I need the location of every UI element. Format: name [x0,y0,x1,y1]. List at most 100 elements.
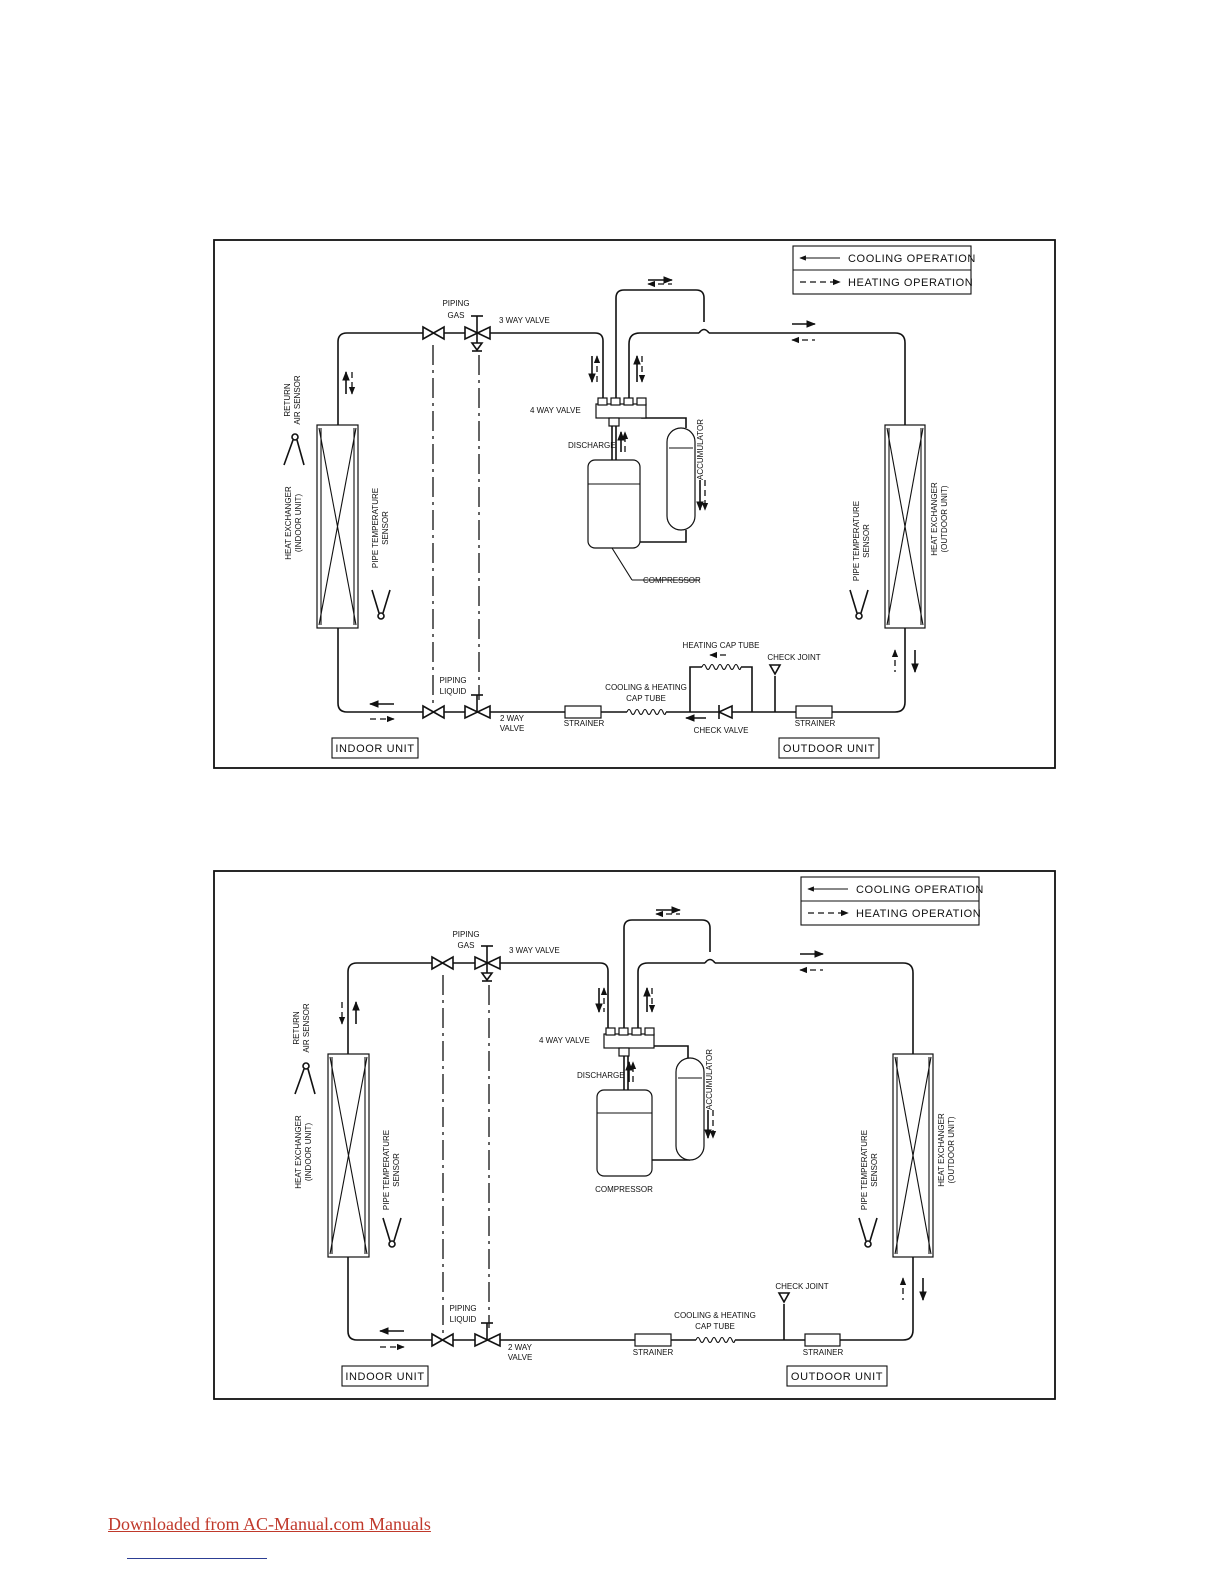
label-pipe-temp-sensor-indoor-1: PIPE TEMPERATURE [382,1130,391,1210]
legend-cooling-label: COOLING OPERATION [856,884,984,896]
footer-rule [127,1558,267,1559]
pipe-temperature-sensor-outdoor-icon [849,589,869,620]
label-indoor-unit: INDOOR UNIT [345,1371,424,1383]
heat-exchanger-outdoor [884,424,926,629]
diagram-heat-pump: COOLING OPERATION HEATING OPERATION [213,239,1056,769]
label-discharge: DISCHARGE [577,1071,625,1080]
label-pipe-temp-sensor-outdoor-1: PIPE TEMPERATURE [852,501,861,581]
label-two-way-valve-2: VALVE [500,724,525,733]
return-air-sensor-icon [294,1062,316,1095]
label-heat-exchanger-indoor-2: (INDOOR UNIT) [294,494,303,553]
label-cap-tube-2: CAP TUBE [695,1322,735,1331]
label-two-way-valve-1: 2 WAY [500,714,525,723]
accumulator [675,1057,705,1161]
label-strainer-left: STRAINER [633,1348,674,1357]
label-two-way-valve-2: VALVE [508,1353,533,1362]
two-way-valve [464,704,491,720]
label-piping-liquid-1: PIPING [449,1304,476,1313]
label-compressor: COMPRESSOR [595,1185,653,1194]
label-check-joint: CHECK JOINT [767,653,820,662]
label-strainer-left: STRAINER [564,719,605,728]
heat-exchanger-outdoor [892,1053,934,1258]
label-piping-liquid-2: LIQUID [450,1315,477,1324]
four-way-valve [595,397,647,427]
label-accumulator: ACCUMULATOR [696,419,705,480]
label-discharge: DISCHARGE [568,441,616,450]
label-strainer-right: STRAINER [803,1348,844,1357]
label-piping-liquid-2: LIQUID [440,687,467,696]
label-piping-gas-2: GAS [448,311,465,320]
compressor [587,459,641,549]
check-joint [768,664,782,676]
cap-tube [626,708,667,716]
label-pipe-temp-sensor-outdoor-1: PIPE TEMPERATURE [860,1130,869,1210]
strainer-right [804,1333,841,1347]
label-two-way-valve-1: 2 WAY [508,1343,533,1352]
legend-heating-label: HEATING OPERATION [856,908,981,920]
heat-exchanger-indoor [316,424,359,629]
label-accumulator: ACCUMULATOR [705,1049,714,1110]
label-piping-liquid-1: PIPING [439,676,466,685]
label-heat-exchanger-outdoor-1: HEAT EXCHANGER [937,1113,946,1187]
label-heat-exchanger-outdoor-2: (OUTDOOR UNIT) [940,485,949,552]
check-valve [717,704,733,720]
two-way-valve [474,1332,501,1348]
label-cap-tube-1: COOLING & HEATING [674,1311,756,1320]
heat-exchanger-indoor [327,1053,370,1258]
diagram-frame [213,239,1056,769]
label-heat-exchanger-outdoor-2: (OUTDOOR UNIT) [947,1116,956,1183]
label-three-way-valve: 3 WAY VALVE [499,316,550,325]
flow-arrows [342,276,919,723]
gas-valve-indoor [431,955,454,971]
label-heat-exchanger-indoor-2: (INDOOR UNIT) [304,1123,313,1182]
label-return-air-sensor-1: RETURN [292,1011,301,1045]
service-valves [422,315,710,720]
legend: COOLING OPERATION HEATING OPERATION [792,245,976,295]
three-way-valve [474,955,501,971]
strainer-left [564,705,602,719]
compressor [596,1089,653,1177]
legend-cooling-label: COOLING OPERATION [848,253,976,265]
footer-download-link[interactable]: Downloaded from AC-Manual.com Manuals [108,1514,431,1534]
pipe-temperature-sensor-indoor-icon [371,589,391,620]
label-piping-gas-1: PIPING [452,930,479,939]
label-pipe-temp-sensor-outdoor-2: SENSOR [862,524,871,558]
label-cap-tube-2: CAP TUBE [626,694,666,703]
label-heating-cap-tube: HEATING CAP TUBE [683,641,760,650]
gas-valve-indoor [422,325,445,341]
strainer-left [634,1333,672,1347]
accumulator [666,427,696,531]
diagram-frame [213,870,1056,1400]
label-heat-exchanger-indoor-1: HEAT EXCHANGER [294,1115,303,1189]
label-return-air-sensor-1: RETURN [283,383,292,417]
label-pipe-temp-sensor-indoor-2: SENSOR [392,1153,401,1187]
label-cap-tube-1: COOLING & HEATING [605,683,687,692]
cap-tube [695,1336,736,1344]
liquid-valve-indoor [431,1332,454,1348]
legend-heating-label: HEATING OPERATION [848,277,973,289]
label-four-way-valve: 4 WAY VALVE [530,406,581,415]
diagram-cooling-only: COOLING OPERATION HEATING OPERATION [213,870,1056,1400]
label-indoor-unit: INDOOR UNIT [335,743,414,755]
legend: COOLING OPERATION HEATING OPERATION [800,876,984,926]
label-outdoor-unit: OUTDOOR UNIT [783,743,875,755]
label-three-way-valve: 3 WAY VALVE [509,946,560,955]
service-valves [431,945,716,1348]
label-return-air-sensor-2: AIR SENSOR [302,1003,311,1053]
labels: PIPING GAS 3 WAY VALVE 4 WAY VALVE DISCH… [283,299,949,735]
label-heat-exchanger-indoor-1: HEAT EXCHANGER [284,486,293,560]
label-strainer-right: STRAINER [795,719,836,728]
label-pipe-temp-sensor-indoor-1: PIPE TEMPERATURE [371,488,380,568]
label-compressor: COMPRESSOR [643,576,701,585]
label-four-way-valve: 4 WAY VALVE [539,1036,590,1045]
heating-cap-tube [701,663,742,671]
strainer-right [795,705,833,719]
flow-arrows [338,906,927,1351]
liquid-valve-indoor [422,704,445,720]
label-check-valve: CHECK VALVE [694,726,749,735]
check-joint [777,1292,791,1304]
label-pipe-temp-sensor-outdoor-2: SENSOR [870,1153,879,1187]
pipe-temperature-sensor-indoor-icon [382,1217,402,1248]
label-pipe-temp-sensor-indoor-2: SENSOR [381,511,390,545]
